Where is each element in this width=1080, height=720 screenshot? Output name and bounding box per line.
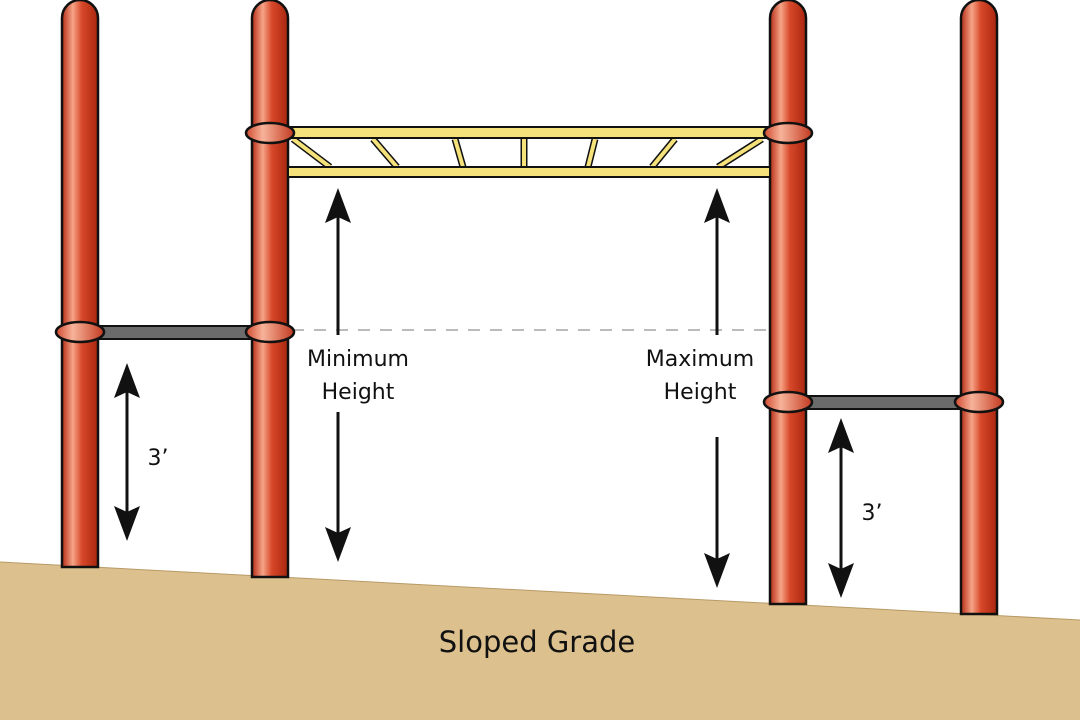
left-clearance-label: 3’ (148, 446, 169, 471)
minimum-height-label-line2: Height (322, 380, 395, 405)
right-platform-bar (805, 395, 962, 410)
ground-edge (0, 561, 1080, 621)
overhead-ladder (287, 126, 771, 178)
post-1 (60, 0, 100, 569)
sloped-grade-label: Sloped Grade (439, 625, 636, 659)
maximum-height-label-line2: Height (664, 380, 737, 405)
post-3 (768, 0, 808, 606)
right-clearance-label: 3’ (862, 501, 883, 526)
ladder-bottom-rail (287, 166, 771, 178)
minimum-height-arrow (325, 188, 351, 562)
left-platform-bar (97, 325, 253, 340)
post-4 (959, 0, 999, 616)
dimension-arrows (114, 188, 854, 598)
collars (54, 121, 1005, 414)
posts (60, 0, 999, 616)
maximum-height-arrow (704, 188, 730, 588)
maximum-height-label-line1: Maximum (646, 347, 754, 372)
post-2 (250, 0, 290, 579)
right-clearance-arrow (828, 418, 854, 598)
ladder-top-rail (287, 126, 771, 139)
sloped-ground (0, 562, 1080, 720)
left-clearance-arrow (114, 363, 140, 541)
minimum-height-label-line1: Minimum (307, 347, 409, 372)
